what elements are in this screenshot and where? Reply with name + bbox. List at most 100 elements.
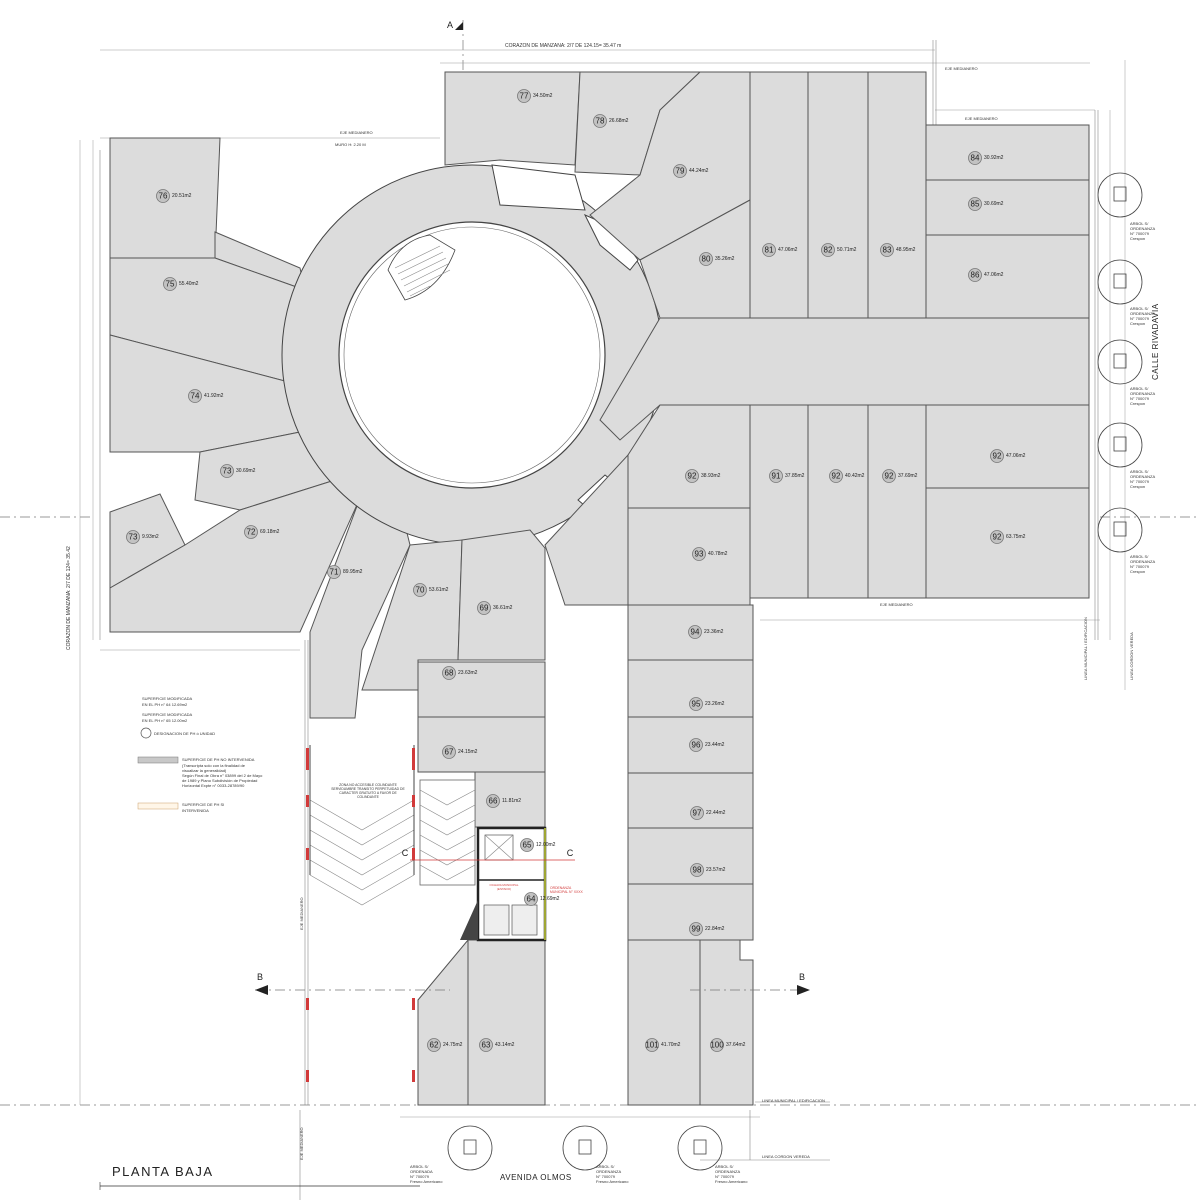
unit-badge bbox=[126, 530, 140, 544]
unit-number: 80 bbox=[702, 255, 711, 264]
unit-67-shape bbox=[417, 716, 546, 773]
unit-95-shape bbox=[627, 659, 754, 718]
unit-label: 99 22.84m2 bbox=[689, 922, 725, 936]
section-c-marker: C C bbox=[402, 848, 575, 861]
unit-area: 43.14m2 bbox=[495, 1042, 515, 1048]
plan-title: PLANTA BAJA bbox=[112, 1164, 214, 1179]
unit-badge bbox=[593, 114, 607, 128]
svg-text:visualizar la generalidad): visualizar la generalidad) bbox=[182, 768, 227, 773]
linea-municipal-right: LINEA MUNICIPAL / EDIFICACION bbox=[1083, 617, 1088, 680]
unit-badge bbox=[673, 164, 687, 178]
right-block bbox=[544, 404, 1090, 606]
unit-number: 65 bbox=[523, 841, 532, 850]
eje-medianero-4: EJE MEDIANERO bbox=[880, 602, 913, 607]
unit-area: 26.68m2 bbox=[609, 118, 629, 124]
unit-badge bbox=[477, 601, 491, 615]
street-right: CALLE RIVADAVIA bbox=[1151, 303, 1160, 380]
unit-number: 101 bbox=[645, 1041, 659, 1050]
unit-number: 92 bbox=[993, 452, 1002, 461]
unit-number: 100 bbox=[710, 1041, 724, 1050]
unit-number: 64 bbox=[527, 895, 536, 904]
eje-medianero-2: EJE MEDIANERO bbox=[965, 116, 998, 121]
unit-badge bbox=[990, 530, 1004, 544]
unit-badge bbox=[244, 525, 258, 539]
unit-area: 47.06m2 bbox=[1006, 453, 1026, 459]
section-c-left-label: C bbox=[402, 848, 409, 858]
opening-north bbox=[491, 164, 586, 211]
section-b-right-label: B bbox=[799, 972, 805, 982]
street-bottom: AVENIDA OLMOS bbox=[500, 1173, 572, 1182]
unit-68-shape bbox=[417, 661, 546, 718]
unit-badge bbox=[710, 1038, 724, 1052]
unit-86-shape bbox=[925, 234, 1090, 319]
unit-area: 41.92m2 bbox=[204, 393, 224, 399]
left-block bbox=[109, 137, 411, 719]
unit-badge bbox=[762, 243, 776, 257]
legend-item5-line1: SUPERFICIE DE PH SI bbox=[182, 802, 224, 807]
unit-badge bbox=[517, 89, 531, 103]
unit-area: 55.40m2 bbox=[179, 281, 199, 287]
unit-area: 44.24m2 bbox=[689, 168, 709, 174]
unit-number: 77 bbox=[520, 92, 529, 101]
unit-area: 9.93m2 bbox=[142, 534, 159, 540]
unit-number: 62 bbox=[430, 1041, 439, 1050]
svg-text:EN EL PH n° 64 12.69m2: EN EL PH n° 64 12.69m2 bbox=[142, 702, 188, 707]
unit-number: 71 bbox=[330, 568, 339, 577]
unit-92b-shape bbox=[807, 404, 869, 599]
unit-number: 67 bbox=[445, 748, 454, 757]
svg-text:de 1989 y Plano Subdivisión de: de 1989 y Plano Subdivisión de Propiedad bbox=[182, 778, 257, 783]
right-column bbox=[627, 604, 754, 1106]
unit-69-shape bbox=[457, 529, 546, 661]
unit-number: 70 bbox=[416, 586, 425, 595]
linea-cordon-right: LINEA CORDON VEREDA bbox=[1129, 632, 1134, 680]
unit-badge bbox=[645, 1038, 659, 1052]
unit-area: 47.06m2 bbox=[778, 247, 798, 253]
unit-number: 91 bbox=[772, 472, 781, 481]
unit-area: 37.85m2 bbox=[785, 473, 805, 479]
unit-area: 22.84m2 bbox=[705, 926, 725, 932]
central-courtyard bbox=[281, 164, 663, 546]
section-b-left-marker: B bbox=[255, 972, 450, 995]
unit-number: 96 bbox=[692, 741, 701, 750]
legend-ph-circle bbox=[140, 727, 152, 739]
unit-area: 30.69m2 bbox=[236, 468, 256, 474]
zona-comunicacion: ZONA NO ACCESIBLE COLINDANTE SERVIDUMBRE… bbox=[331, 783, 404, 799]
unit-area: 23.63m2 bbox=[458, 670, 478, 676]
unit-number: 99 bbox=[692, 925, 701, 934]
unit-number: 66 bbox=[489, 797, 498, 806]
annotations: CORAZON DE MANZANA: 2/7 DE 124.15= 35.47… bbox=[66, 43, 1134, 1160]
unit-badge bbox=[486, 794, 500, 808]
unit-badge bbox=[821, 243, 835, 257]
legend-item2-line1: SUPERFICIE MODIFICADA bbox=[142, 712, 193, 717]
unit-area: 40.42m2 bbox=[845, 473, 865, 479]
top-dimension: CORAZON DE MANZANA: 2/7 DE 124.15= 35.47… bbox=[505, 43, 621, 49]
unit-101-shape bbox=[627, 939, 701, 1106]
section-a-label: A bbox=[447, 20, 453, 30]
legend-item3: DESIGNACION DE PH ó UNIDAD bbox=[154, 731, 215, 736]
unit-badge bbox=[880, 243, 894, 257]
section-markers: A B B C C bbox=[255, 20, 810, 995]
unit-badge bbox=[968, 151, 982, 165]
intervened-units bbox=[460, 826, 547, 942]
unit-badge bbox=[689, 738, 703, 752]
unit-badge bbox=[689, 697, 703, 711]
